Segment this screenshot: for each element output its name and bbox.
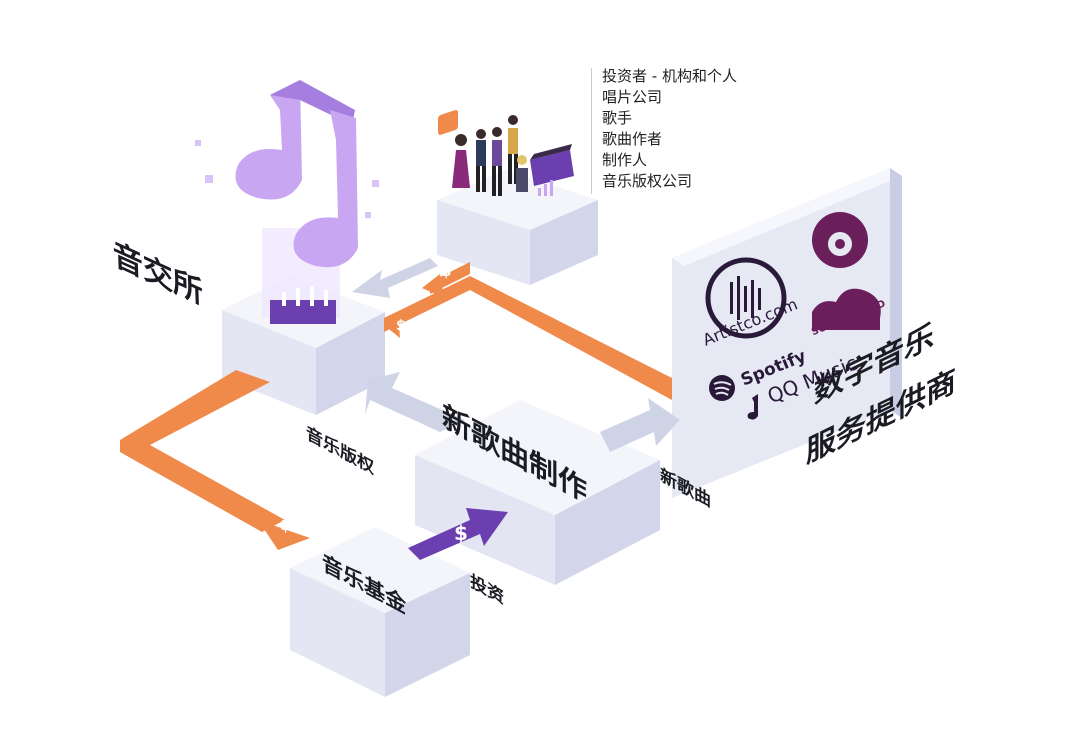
netease-logo bbox=[812, 212, 868, 268]
participant-item: 唱片公司 bbox=[602, 88, 663, 106]
band-illustration bbox=[452, 115, 574, 196]
dollar-badge-top: $ bbox=[438, 110, 458, 280]
participant-item: 制作人 bbox=[602, 151, 648, 169]
participant-item: 歌曲作者 bbox=[602, 130, 663, 148]
qqmusic-logo bbox=[747, 394, 758, 420]
soundcloud-logo bbox=[812, 288, 881, 330]
participant-item: 投资者 - 机构和个人 bbox=[602, 67, 737, 85]
dollar-text-fund: $ bbox=[280, 515, 291, 534]
dsp-revenue-flow bbox=[384, 262, 672, 400]
dollar-badge-mid: $ bbox=[396, 318, 406, 334]
dollar-badge-invest: $ bbox=[454, 521, 468, 545]
new-song-to-dsp-arrow bbox=[600, 398, 680, 452]
copyright-to-exchange-arrow bbox=[365, 372, 465, 432]
artistco-logo bbox=[705, 257, 787, 339]
participants-divider bbox=[591, 68, 592, 194]
music-note-icon bbox=[195, 80, 379, 324]
dollar-text-invest: $ bbox=[454, 521, 468, 545]
dollar-text-top: $ bbox=[441, 262, 451, 280]
dollar-badge-fund: $ bbox=[280, 515, 291, 534]
participants-list: 投资者 - 机构和个人 唱片公司 歌手 歌曲作者 制作人 音乐版权公司 bbox=[602, 66, 737, 192]
dollar-text-mid: $ bbox=[396, 318, 406, 334]
participant-item: 歌手 bbox=[602, 109, 633, 127]
participant-item: 音乐版权公司 bbox=[602, 172, 693, 190]
fund-box bbox=[290, 527, 470, 697]
spotify-logo bbox=[709, 375, 735, 401]
invest-arrow bbox=[408, 508, 508, 560]
exchange-to-fund-flow bbox=[120, 370, 310, 550]
exchange-participants-arrow bbox=[352, 258, 438, 298]
